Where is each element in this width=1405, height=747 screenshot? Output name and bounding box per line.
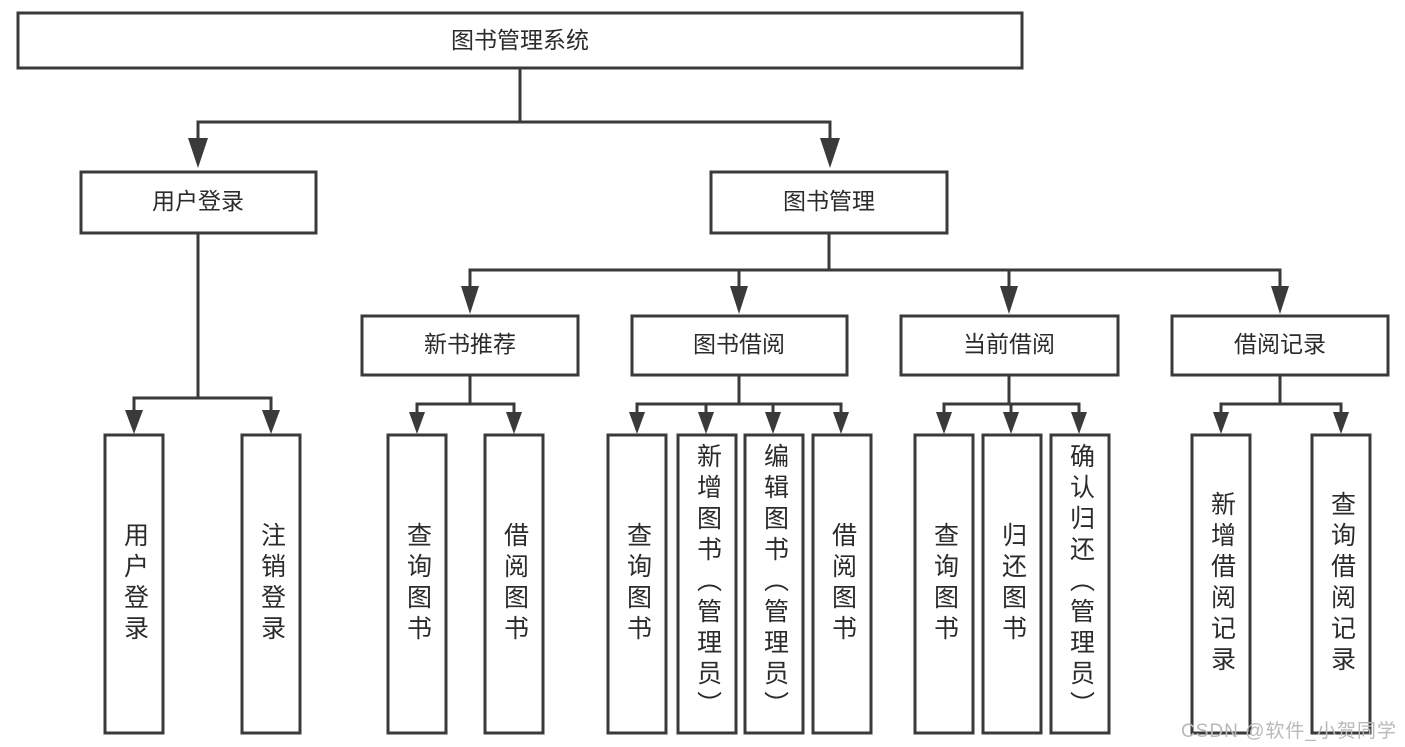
leaf-node-query-book[interactable]: [386, 433, 448, 735]
leaf-boxes-user-login: [103, 433, 302, 735]
leaf-node-query-borrow-record[interactable]: [1310, 433, 1372, 735]
arrow-head-icon: [1071, 412, 1087, 434]
connector-current-borrow-to-leaves: [936, 373, 1087, 434]
node-box: [1170, 314, 1390, 377]
node-label: 借阅记录: [1234, 331, 1326, 357]
connector-root-to-level2: [188, 66, 840, 168]
arrow-head-icon: [409, 412, 425, 434]
leaf-boxes-book-borrow: [606, 433, 873, 735]
connector-book-manage-to-level3: [461, 231, 1289, 314]
node-label: 图书借阅: [693, 331, 785, 357]
arrow-head-icon: [1000, 286, 1018, 314]
node-box: [630, 314, 849, 377]
arrow-head-icon: [820, 138, 840, 168]
arrow-head-icon: [262, 410, 280, 434]
node-box: [899, 314, 1120, 377]
arrow-head-icon: [1271, 286, 1289, 314]
connector-book-borrow-to-leaves: [629, 373, 849, 434]
node-label: 当前借阅: [963, 331, 1055, 357]
connector-new-book-to-leaves: [409, 373, 522, 434]
arrow-head-icon: [1213, 412, 1229, 434]
arrow-head-icon: [461, 286, 479, 314]
arrow-head-icon: [1003, 412, 1019, 434]
node-borrow-record[interactable]: 借阅记录: [1170, 314, 1390, 377]
connector-user-login-to-leaves: [125, 231, 280, 434]
node-label: 新书推荐: [424, 331, 516, 357]
leaf-node-query-book[interactable]: [913, 433, 975, 735]
arrow-head-icon: [730, 286, 748, 314]
leaf-boxes-borrow-record: [1190, 433, 1372, 735]
node-box: [360, 314, 580, 377]
node-box: [709, 170, 949, 235]
leaf-node-query-book[interactable]: [606, 433, 668, 735]
leaf-node-logout[interactable]: [240, 433, 302, 735]
leaf-boxes-new-book-recommend: [386, 433, 545, 735]
arrow-head-icon: [833, 412, 849, 434]
leaf-node-confirm-return-admin[interactable]: [1049, 433, 1111, 735]
node-box: [16, 11, 1024, 70]
arrow-head-icon: [698, 412, 714, 434]
node-label: 用户登录: [152, 188, 244, 214]
leaf-node-return-book[interactable]: [981, 433, 1043, 735]
leaf-node-add-book-admin[interactable]: [676, 433, 738, 735]
leaf-node-add-borrow-record[interactable]: [1190, 433, 1252, 735]
leaf-node-user-login[interactable]: [103, 433, 165, 735]
arrow-head-icon: [506, 412, 522, 434]
arrow-head-icon: [188, 138, 208, 168]
node-user-login[interactable]: 用户登录: [79, 170, 318, 235]
node-root-system[interactable]: 图书管理系统: [16, 11, 1024, 70]
node-new-book-recommend[interactable]: 新书推荐: [360, 314, 580, 377]
node-book-borrow[interactable]: 图书借阅: [630, 314, 849, 377]
node-box: [79, 170, 318, 235]
watermark-text: CSDN @软件_小贺同学: [1181, 721, 1397, 742]
node-label: 图书管理系统: [451, 27, 589, 53]
arrow-head-icon: [936, 412, 952, 434]
leaf-boxes-current-borrow: [913, 433, 1111, 735]
node-current-borrow[interactable]: 当前借阅: [899, 314, 1120, 377]
arrow-head-icon: [1333, 412, 1349, 434]
arrow-head-icon: [629, 412, 645, 434]
leaf-node-borrow-book[interactable]: [811, 433, 873, 735]
arrow-head-icon: [125, 410, 143, 434]
node-book-manage[interactable]: 图书管理: [709, 170, 949, 235]
leaf-node-borrow-book[interactable]: [483, 433, 545, 735]
connector-borrow-record-to-leaves: [1213, 373, 1349, 434]
leaf-node-edit-book-admin[interactable]: [743, 433, 805, 735]
arrow-head-icon: [765, 412, 781, 434]
node-label: 图书管理: [783, 188, 875, 214]
